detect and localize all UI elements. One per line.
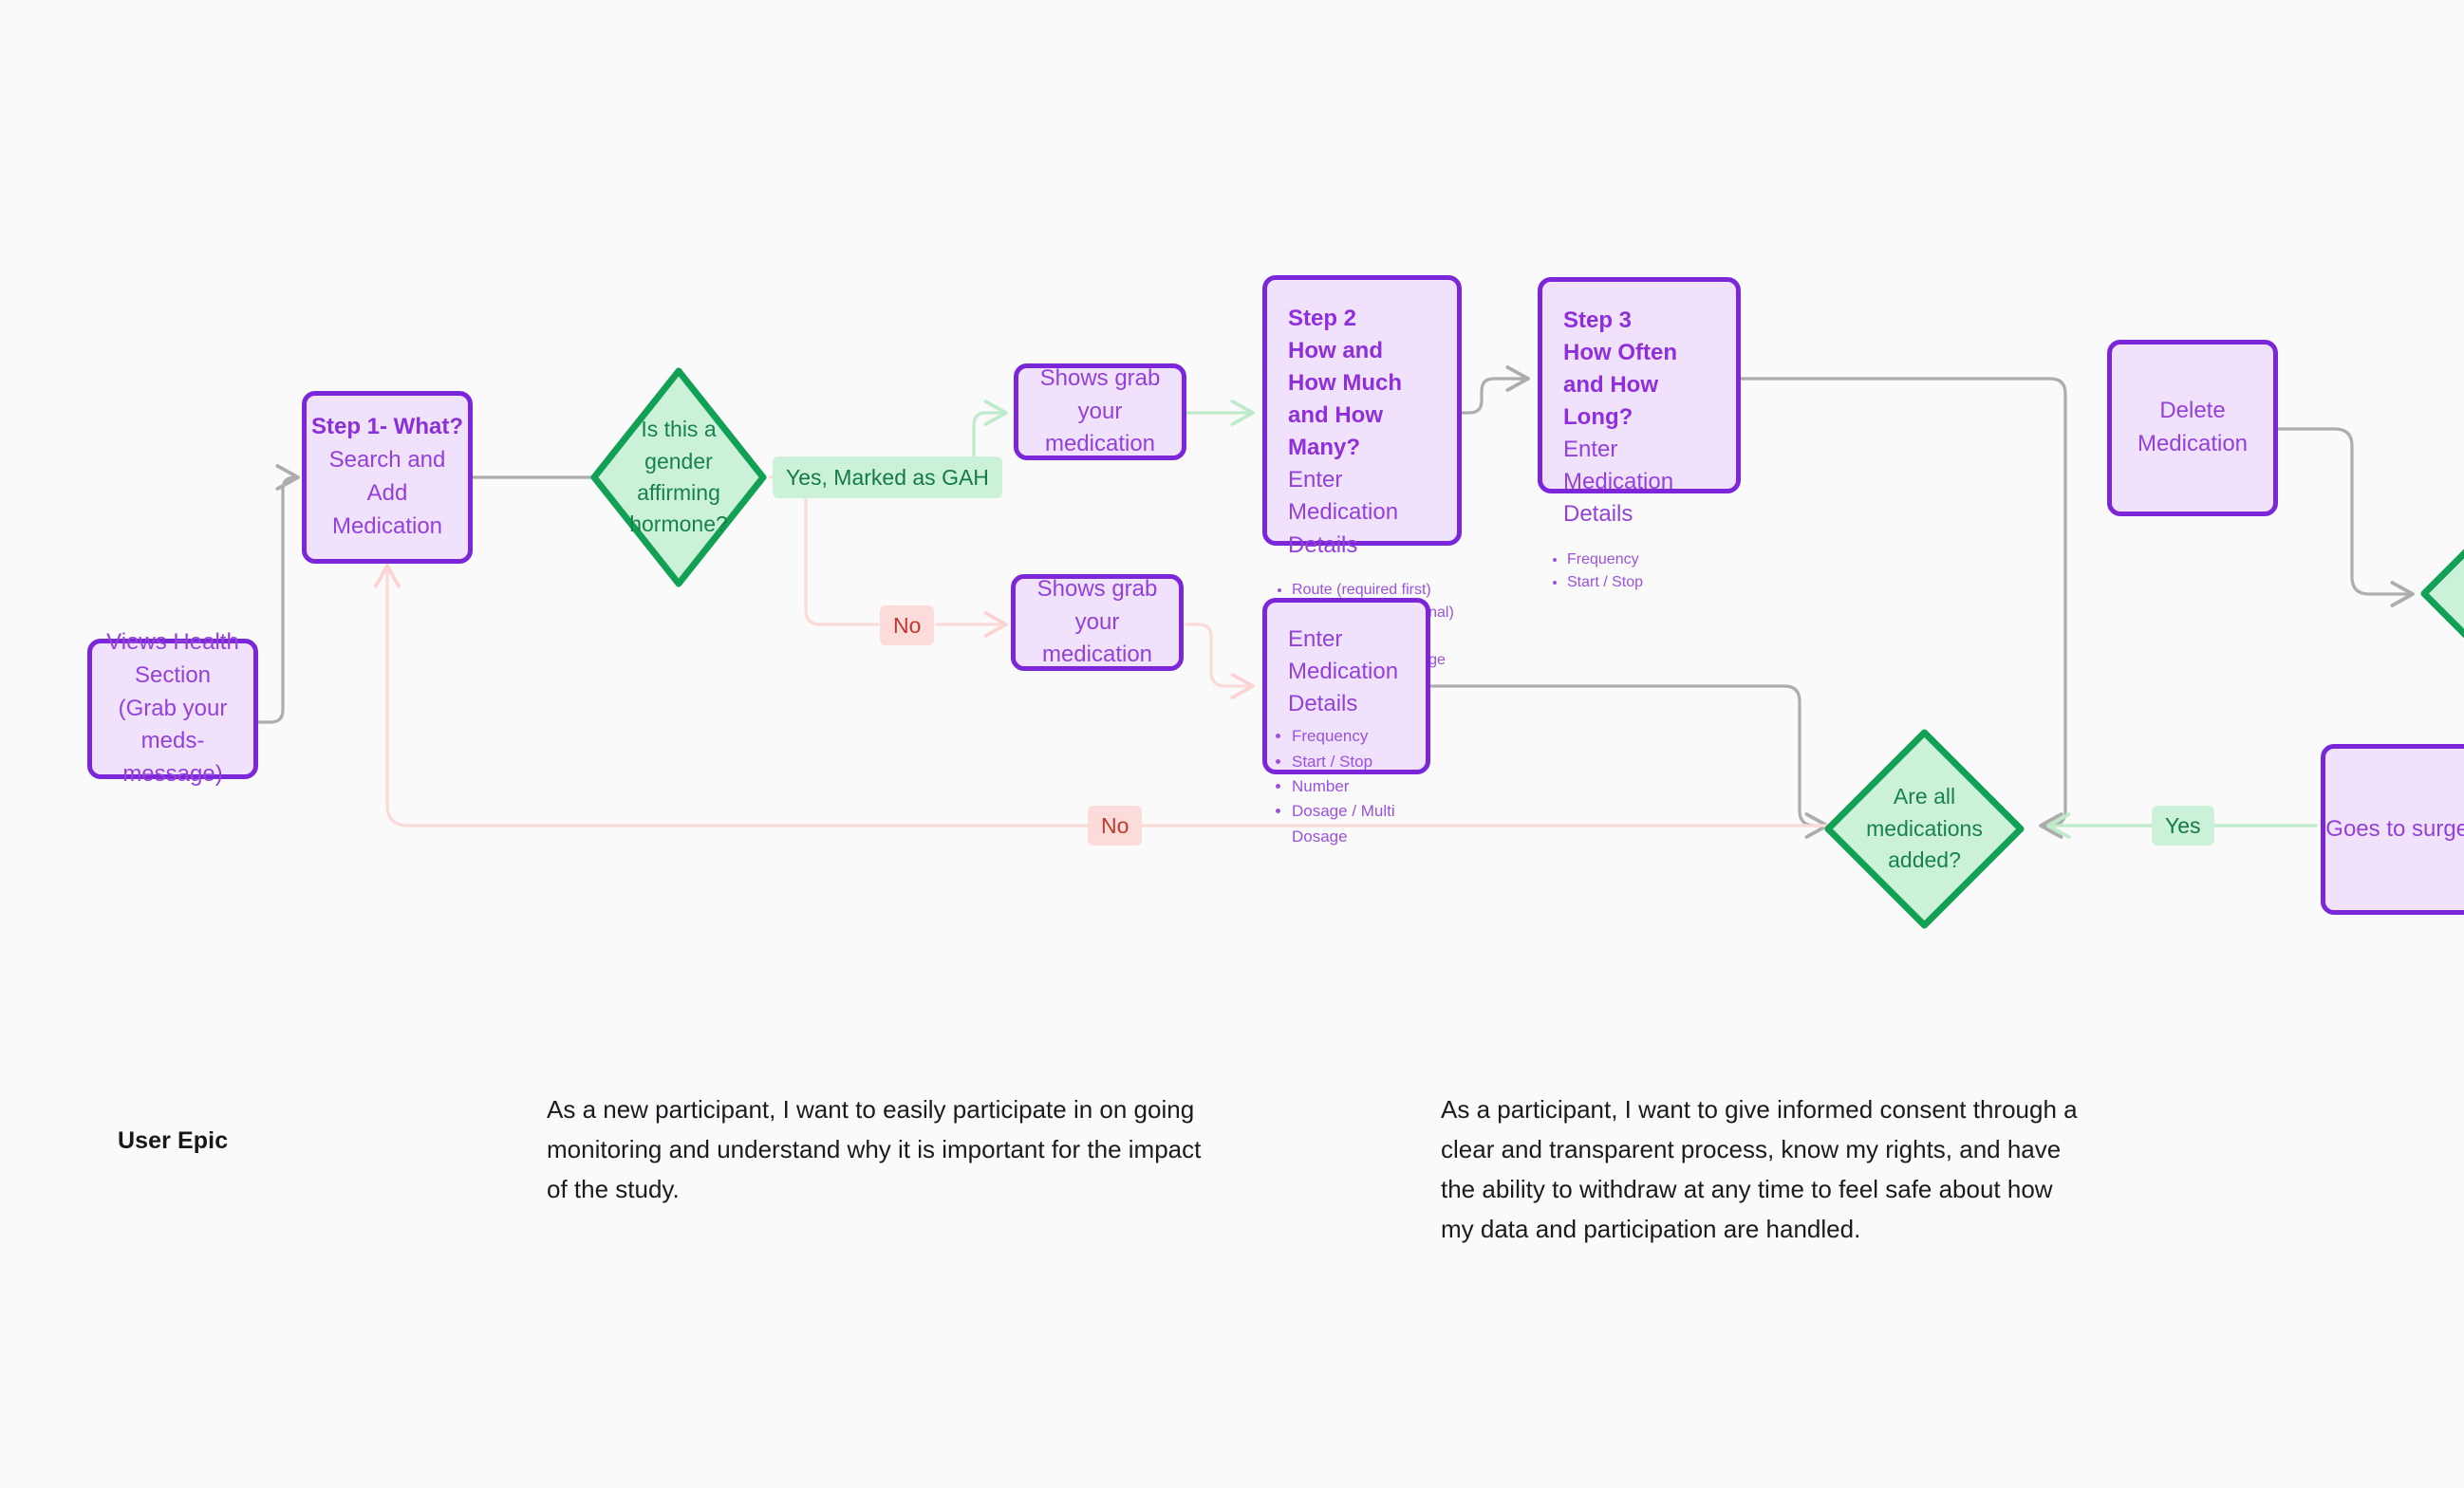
node-decision-gender-affirming-hormone[interactable]: Is this a gender affirming hormone? [588,365,769,589]
list-item: Number [1292,774,1426,799]
node-step1-search-add-medication[interactable]: Step 1- What? Search and Add Medication [302,391,473,564]
diamond-shape [2420,549,2464,639]
node-step2-how-and-how-much[interactable]: Step 2 How and How Much and How Many? En… [1262,275,1462,668]
diamond-shape [1824,729,2025,929]
node-goes-to-surgeries[interactable]: Goes to surgeries [2321,744,2464,915]
step1-text: Step 1- What? Search and Add Medication [311,414,463,539]
node-shows-grab-medication-top[interactable]: Shows grab your medication [1014,363,1186,460]
user-story-1: As a new participant, I want to easily p… [547,1095,1202,1204]
diamond-shape [590,367,767,587]
node-delete-medication[interactable]: Delete Medication [2107,340,2278,516]
list-item: Frequency [1292,724,1426,749]
step2-text: Step 2 How and How Much and How Many? En… [1288,306,1402,558]
edge-decision-to-no-top [769,475,880,626]
node-enter-medication-details[interactable]: Enter Medication Details Frequency Start… [1262,598,1430,846]
edge-step2-to-step3 [1459,365,1530,415]
enter-med-bullets: Frequency Start / Stop Number Dosage / M… [1267,724,1426,849]
edge-label-no-loop: No [1088,806,1143,846]
list-item: Start / Stop [1567,571,1736,595]
node-views-health-section[interactable]: Views Health Section (Grab your meds- me… [87,629,258,787]
step3-bullets: Frequency Start / Stop [1542,549,1736,596]
views-health-text: Views Health Section (Grab your meds- me… [106,629,239,788]
user-epic-label: User Epic [118,1127,229,1154]
list-item: Start / Stop [1292,750,1426,774]
list-item-continuation: Dosage [1292,827,1348,846]
enter-med-text: Enter Medication Details [1288,626,1399,717]
node-decision-all-medications-added[interactable]: Are all medications added? [1822,727,2026,931]
edge-label-yes-marked-as-gah: Yes, Marked as GAH [773,456,1002,498]
shows-grab-top-text: Shows grab your medication [1039,364,1161,457]
node-decision-clipped-right[interactable] [2418,492,2464,696]
delete-medication-text: Delete Medication [2137,398,2249,456]
node-step3-how-often-how-long[interactable]: Step 3 How Often and How Long? Enter Med… [1538,277,1741,590]
step3-text: Step 3 How Often and How Long? Enter Med… [1563,307,1677,528]
goes-to-surgeries-text: Goes to surgeries [2325,815,2464,842]
user-story-2: As a participant, I want to give informe… [1441,1095,2078,1244]
edge-label-no-top: No [880,605,935,645]
shows-grab-bottom-text: Shows grab your medication [1036,575,1158,668]
list-item: Dosage / Multi [1292,799,1426,824]
edge-label-yes-right: Yes [2152,806,2214,846]
node-shows-grab-medication-bottom[interactable]: Shows grab your medication [1011,574,1184,671]
edge-showsgrabbottom-to-entermed [1185,623,1255,699]
edge-views-to-step1 [254,464,300,724]
list-item: Frequency [1567,549,1736,572]
edge-entermed-to-allmeds [1428,684,1829,839]
